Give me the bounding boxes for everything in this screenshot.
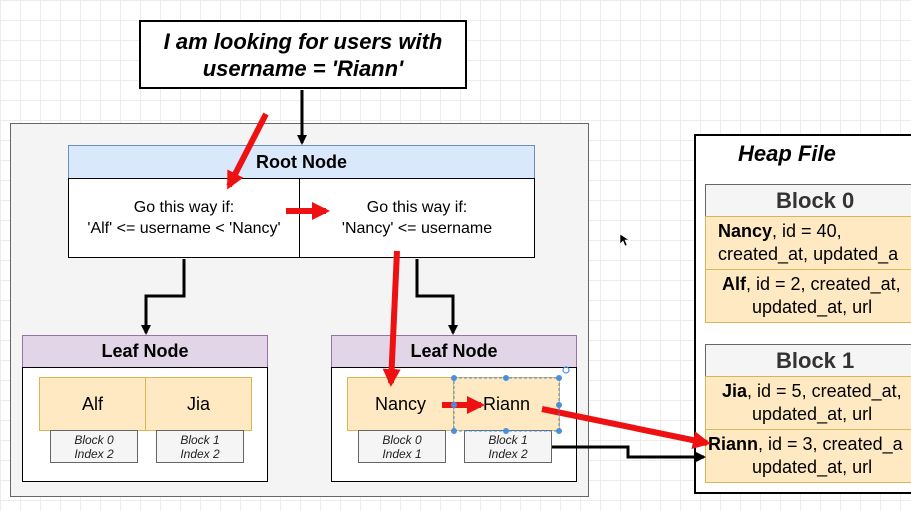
pointer-index: Index 2 (488, 446, 528, 461)
leaf-right-key-selected[interactable]: Riann (453, 377, 560, 431)
pointer-block: Block 1 (180, 432, 220, 447)
leaf-left-key: Jia (145, 377, 252, 431)
heap-block-title: Block 0 (705, 184, 911, 217)
pointer-index: Index 1 (382, 446, 422, 461)
root-left-line1: Go this way if: (133, 199, 235, 216)
row-name: Jia (722, 381, 748, 401)
row-fields-line2: updated_at, url (752, 297, 873, 317)
query-line-2: username = 'Riann' (202, 55, 404, 81)
row-fields: , id = 40, (772, 221, 842, 241)
heap-row: Nancy, id = 40, created_at, updated_a (705, 216, 911, 270)
row-fields-line2: updated_at, url (752, 404, 873, 424)
mouse-cursor-icon (619, 233, 630, 247)
row-fields-line2: created_at, updated_a (718, 244, 899, 264)
heap-row: Jia, id = 5, created_at, updated_at, url (705, 376, 911, 430)
row-fields: , id = 3, created_a (758, 434, 903, 454)
pointer-index: Index 2 (180, 446, 220, 461)
root-node-right-cell: Go this way if: 'Nancy' <= username (299, 178, 535, 258)
heap-file-title: Heap File (738, 141, 836, 166)
query-line-1: I am looking for users with (163, 28, 443, 54)
root-node-left-cell: Go this way if: 'Alf' <= username < 'Nan… (68, 178, 300, 258)
root-right-line1: Go this way if: (366, 199, 468, 216)
root-node-title: Root Node (68, 145, 535, 179)
pointer-block: Block 1 (488, 432, 528, 447)
row-fields-line2: updated_at, url (752, 457, 873, 477)
leaf-right-pointer: Block 0 Index 1 (358, 430, 446, 463)
leaf-right-pointer: Block 1 Index 2 (464, 430, 552, 463)
row-fields: , id = 5, created_at, (747, 381, 902, 401)
heap-row-target: Riann, id = 3, created_a updated_at, url (705, 429, 911, 483)
heap-block-title: Block 1 (705, 344, 911, 377)
row-name: Nancy (718, 221, 773, 241)
pointer-block: Block 0 (382, 432, 422, 447)
leaf-node-left-title: Leaf Node (22, 335, 268, 368)
leaf-node-right-title: Leaf Node (331, 335, 577, 368)
leaf-left-key: Alf (39, 377, 146, 431)
heap-row: Alf, id = 2, created_at, updated_at, url (705, 269, 911, 323)
root-right-line2: 'Nancy' <= username (341, 220, 493, 237)
pointer-index: Index 2 (74, 446, 114, 461)
leaf-right-key: Nancy (347, 377, 454, 431)
query-box: I am looking for users with username = '… (139, 20, 467, 89)
row-name: Alf (722, 274, 746, 294)
pointer-block: Block 0 (74, 432, 114, 447)
row-name: Riann (708, 434, 759, 454)
leaf-left-pointer: Block 0 Index 2 (50, 430, 138, 463)
root-left-line2: 'Alf' <= username < 'Nancy' (87, 220, 281, 237)
row-fields: , id = 2, created_at, (746, 274, 901, 294)
leaf-left-pointer: Block 1 Index 2 (156, 430, 244, 463)
